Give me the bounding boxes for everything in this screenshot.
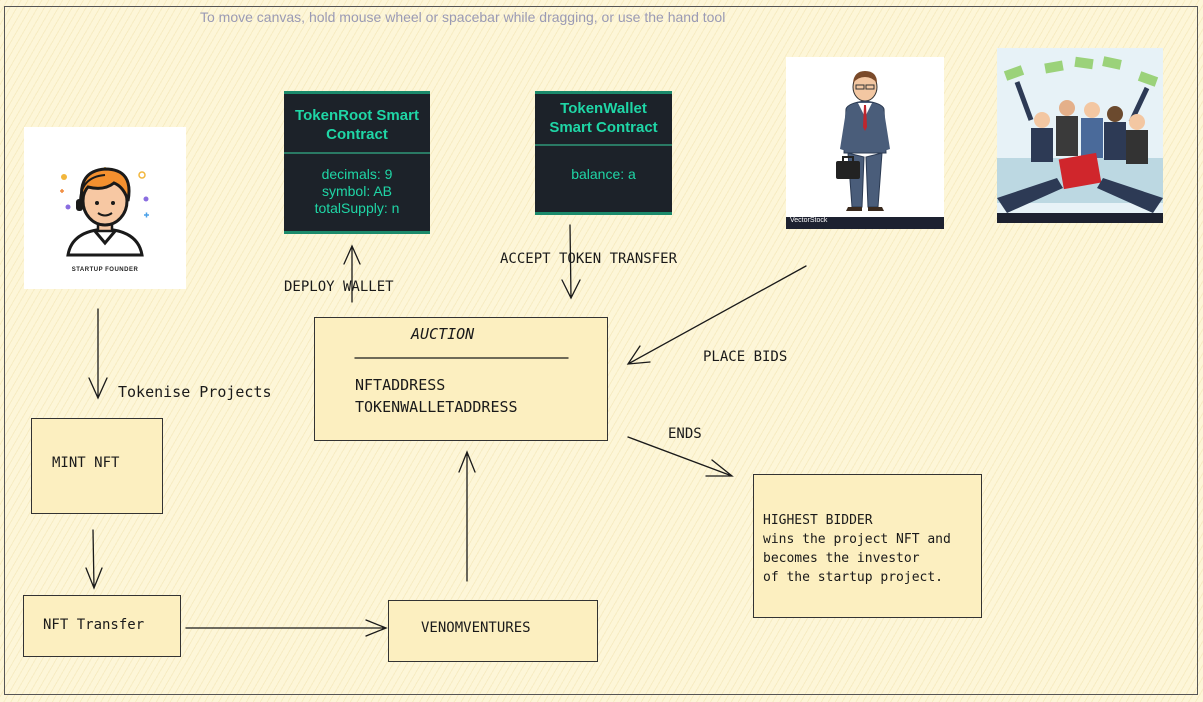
tokenroot-field-supply: totalSupply: n (314, 200, 400, 216)
businessman-illustration (786, 71, 944, 229)
ends-label: ENDS (668, 426, 702, 442)
tokenroot-card[interactable]: TokenRoot Smart Contract decimals: 9 sym… (284, 91, 430, 234)
auction-box[interactable] (314, 317, 608, 441)
tokenroot-divider (284, 152, 430, 154)
auction-field-tokenwalletaddress: TOKENWALLETADDRESS (355, 398, 518, 416)
nft-transfer-box[interactable] (23, 595, 181, 657)
highest-bidder-line-2: becomes the investor (763, 551, 920, 566)
venomventures-box[interactable] (388, 600, 598, 662)
diagram-frame (4, 6, 1198, 695)
founder-illustration (60, 167, 149, 257)
tokenise-projects-label: Tokenise Projects (118, 383, 272, 401)
highest-bidder-box[interactable] (753, 474, 982, 618)
founder-caption: STARTUP FOUNDER (71, 267, 139, 273)
tokenroot-field-decimals: decimals: 9 (321, 166, 393, 182)
investors-crowd-image[interactable] (997, 48, 1163, 223)
highest-bidder-line-1: wins the project NFT and (763, 532, 951, 547)
highest-bidder-title: HIGHEST BIDDER (763, 513, 873, 528)
tokenwallet-field-balance: balance: a (571, 166, 636, 182)
mint-nft-box[interactable] (31, 418, 163, 514)
mint-nft-label: MINT NFT (52, 455, 120, 471)
highest-bidder-line-3: of the startup project. (763, 570, 944, 585)
venomventures-label: VENOMVENTURES (421, 620, 531, 636)
canvas-hint: To move canvas, hold mouse wheel or spac… (200, 9, 726, 25)
tokenwallet-divider (535, 144, 672, 146)
auction-title: AUCTION (411, 325, 475, 343)
nft-transfer-label: NFT Transfer (43, 617, 145, 633)
tokenroot-field-symbol: symbol: AB (321, 183, 393, 199)
deploy-wallet-label: DEPLOY WALLET (284, 279, 394, 295)
tokenroot-title: TokenRoot Smart Contract (295, 107, 419, 143)
tokenwallet-title: TokenWallet Smart Contract (549, 100, 658, 136)
investors-crowd-illustration (997, 48, 1163, 223)
startup-founder-image[interactable]: STARTUP FOUNDER (24, 127, 186, 289)
investor-image[interactable]: VectorStock (786, 57, 944, 229)
tokenwallet-card[interactable]: TokenWallet Smart Contract balance: a (535, 91, 672, 215)
auction-field-nftaddress: NFTADDRESS (355, 376, 446, 394)
place-bids-label: PLACE BIDS (703, 349, 788, 365)
accept-token-transfer-label: ACCEPT TOKEN TRANSFER (500, 251, 678, 267)
investor-watermark: VectorStock (790, 217, 828, 224)
